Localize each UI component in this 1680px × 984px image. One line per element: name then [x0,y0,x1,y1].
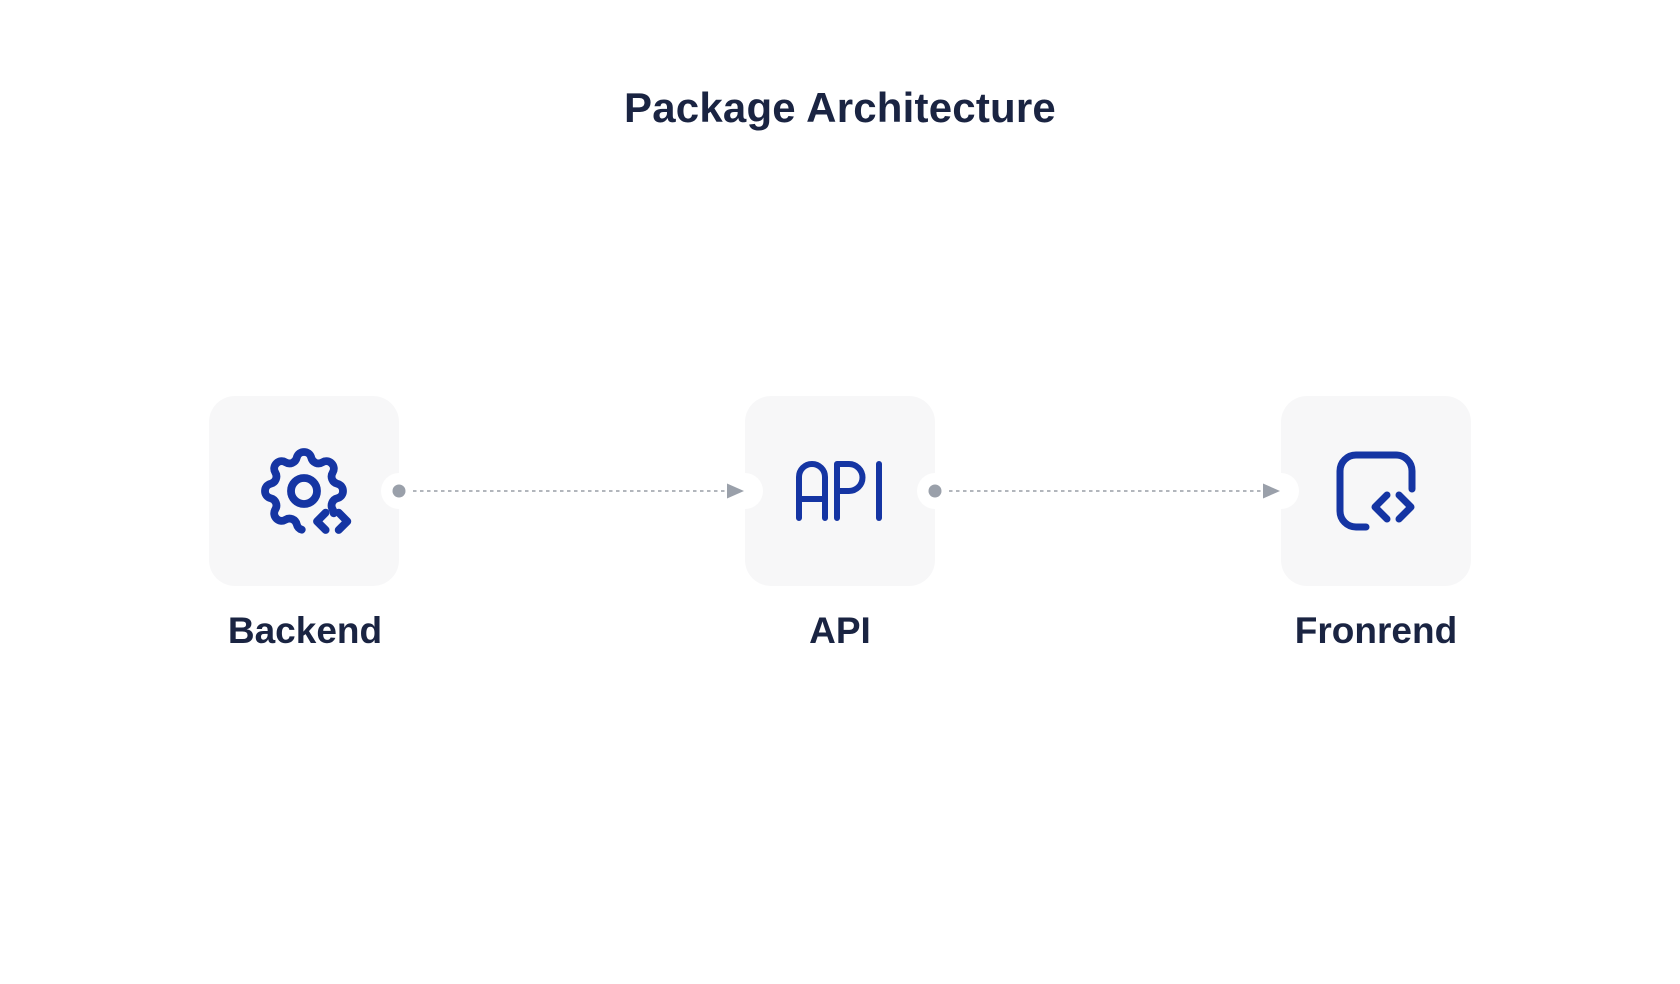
page-title: Package Architecture [624,84,1056,131]
node-label-backend: Backend [227,610,383,651]
code-window-icon [1326,441,1426,541]
node-label-frontend: Fronrend [1294,610,1458,651]
node-api[interactable] [745,396,935,586]
gear-code-icon [252,439,356,543]
connector-backend-to-api [392,483,744,499]
connector-start-dot [392,484,406,498]
connector-start-dot [928,484,942,498]
connector-arrowhead-icon [727,483,744,499]
api-letters-icon [796,461,884,521]
connector-arrowhead-icon [1263,483,1280,499]
node-frontend[interactable] [1281,396,1471,586]
node-label-api: API [809,610,871,651]
node-backend[interactable] [209,396,399,586]
connector-api-to-frontend [928,483,1280,499]
